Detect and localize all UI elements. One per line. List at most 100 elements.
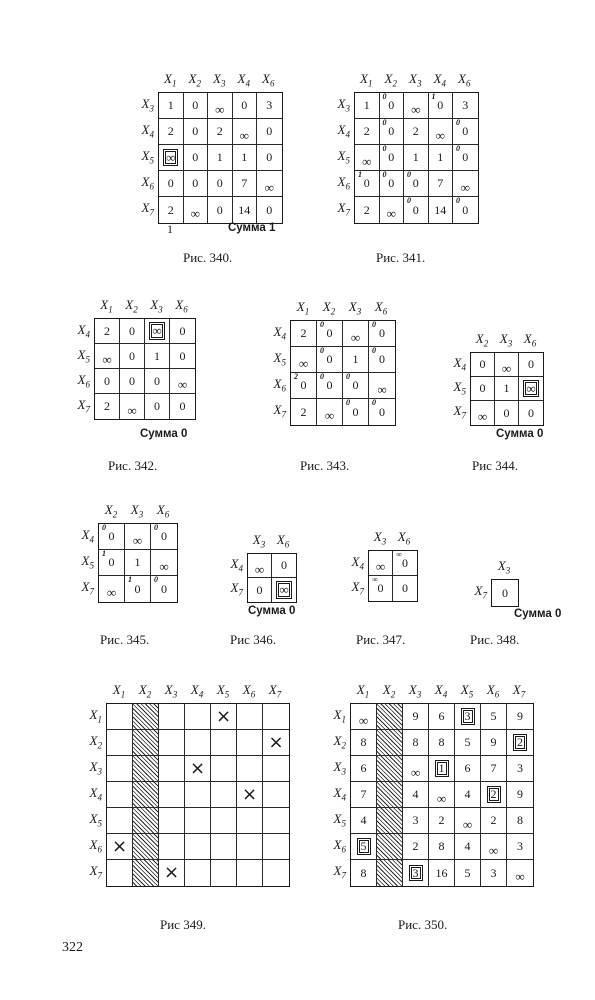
matrix-cell: 0 <box>519 401 543 425</box>
matrix-cell <box>133 808 159 834</box>
cell-value: 0 <box>192 124 199 138</box>
matrix-cell: 0 <box>159 171 184 197</box>
cell-value: 2 <box>513 734 527 751</box>
matrix-cell <box>133 704 159 730</box>
cell-value: 0 <box>108 555 115 569</box>
cell-superscript: 0 <box>154 575 158 584</box>
column-label: X2 <box>475 331 489 349</box>
matrix-cell <box>377 756 403 782</box>
matrix-cell: 1 <box>404 145 429 171</box>
cell-superscript: 0 <box>456 196 460 205</box>
row-label: X7 <box>351 578 364 597</box>
row-label: X7 <box>141 200 154 218</box>
cell-value: 5 <box>490 709 497 723</box>
column-label: X6 <box>175 297 188 315</box>
cell-superscript: 0 <box>372 346 376 355</box>
matrix-cell: 7 <box>232 171 257 197</box>
matrix-cell: 5 <box>351 834 377 860</box>
row-label: X7 <box>89 863 102 881</box>
matrix-cell: ∞ <box>455 808 481 834</box>
row-label: X5 <box>77 346 90 365</box>
matrix-cell: 0 <box>248 578 272 602</box>
cell-value: 1 <box>216 150 223 164</box>
cell-value: ∞ <box>501 360 512 376</box>
matrix-cell <box>185 834 211 860</box>
matrix-cell: 8 <box>429 730 455 756</box>
cell-superscript: 0 <box>346 372 350 381</box>
cell-value: 0 <box>388 98 395 112</box>
figure-caption: Рис. 340. <box>183 250 233 265</box>
matrix-cell: 0 <box>183 119 208 145</box>
column-label: X2 <box>384 71 397 89</box>
cell-value: 3 <box>462 98 469 112</box>
matrix-cell <box>237 808 263 834</box>
matrix-cell: 1 <box>145 344 170 369</box>
cell-value: 0 <box>379 352 385 366</box>
column-label: X4 <box>190 682 204 700</box>
row-label: X6 <box>333 837 346 855</box>
matrix-cell: ∞ <box>159 145 184 171</box>
matrix-cell: 0 <box>257 119 282 145</box>
matrix-cell: 6 <box>429 704 455 730</box>
matrix-cell: 1 <box>428 145 453 171</box>
column-label: X6 <box>374 299 388 317</box>
row-label: X7 <box>273 402 286 420</box>
matrix-cell <box>211 756 237 782</box>
column-label: X6 <box>458 71 471 89</box>
column-label: X7 <box>512 682 526 700</box>
matrix-cell: 2 <box>507 730 533 756</box>
matrix-cell: 1 <box>125 550 151 576</box>
column-label: X3 <box>164 682 178 700</box>
cell-value: 2 <box>486 786 501 803</box>
cell-superscript: 1 <box>102 549 106 558</box>
matrix-cell <box>237 704 263 730</box>
column-label: X2 <box>322 299 336 317</box>
cell-value: 0 <box>266 202 273 217</box>
figure-caption: Рис. 350. <box>398 917 448 932</box>
matrix-cell: 0 <box>471 377 495 401</box>
matrix-cell: 8 <box>403 730 429 756</box>
matrix-cell: ∞ <box>343 321 369 347</box>
cell-value: 0 <box>179 323 186 338</box>
cell-value: ∞ <box>460 179 470 195</box>
cell-superscript: 1 <box>431 92 436 101</box>
cell-value: 3 <box>408 864 423 882</box>
matrix-cell <box>185 782 211 808</box>
cell-value: 0 <box>528 357 534 371</box>
matrix-grid: 0 <box>491 579 519 607</box>
column-label: X4 <box>237 71 250 89</box>
matrix-cell <box>377 808 403 834</box>
matrix-cell: 0 <box>145 394 170 419</box>
matrix-cell <box>377 704 403 730</box>
cell-superscript: 1 <box>358 170 362 179</box>
cell-superscript: 0 <box>102 523 106 532</box>
cell-value: 2 <box>490 813 497 827</box>
cell-value: 0 <box>281 558 287 572</box>
matrix-cell <box>211 834 237 860</box>
matrix-cell: ∞ <box>145 319 170 344</box>
matrix-cell: 5 <box>455 730 481 756</box>
matrix-cell: 0 <box>183 171 208 197</box>
matrix-cell: 2 <box>481 808 507 834</box>
column-label: X4 <box>434 682 448 700</box>
cell-value: ∞ <box>177 377 188 392</box>
cell-value: 0 <box>363 176 370 190</box>
cell-superscript: 0 <box>456 144 460 153</box>
cell-value: ∞ <box>515 869 525 884</box>
row-label: X3 <box>333 759 346 777</box>
cell-value: 7 <box>490 761 497 775</box>
matrix-cell <box>133 730 159 756</box>
cell-superscript: 0 <box>407 196 411 205</box>
matrix-cell: 1 <box>343 347 369 373</box>
column-label: X6 <box>397 529 411 547</box>
cell-value: ∞ <box>276 581 292 599</box>
matrix-cell: × <box>237 782 263 808</box>
cell-value: 0 <box>108 529 115 543</box>
